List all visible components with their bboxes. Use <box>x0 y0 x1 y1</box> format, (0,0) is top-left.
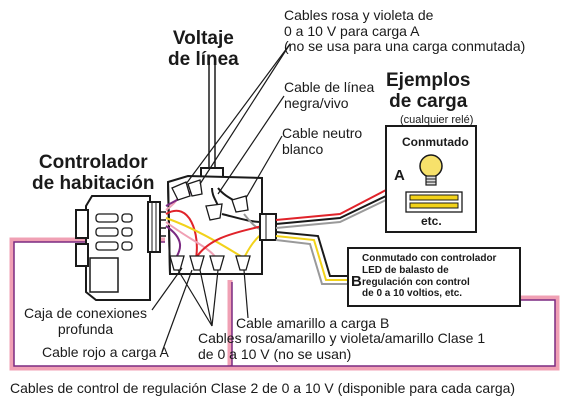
fluorescent-tube-icon <box>405 191 463 213</box>
class2-control-cables-label: Cables de control de regulación Clase 2 … <box>10 380 516 396</box>
load-b-description: Conmutado con controlador LED de balasto… <box>362 253 497 300</box>
white-neutral-cable-label: Cable neutro blanco <box>282 125 363 157</box>
wire-nut-icon <box>169 179 251 271</box>
black-line-cable-label: Cable de línea negra/vivo <box>284 79 375 111</box>
lightbulb-icon <box>419 154 443 186</box>
yellow-cable-load-b-label: Cable amarillo a carga B <box>236 315 390 331</box>
etc-label: etc. <box>421 214 442 228</box>
load-b-label: B <box>351 273 362 290</box>
switched-label: Conmutado <box>402 135 469 149</box>
any-relay-label: (cualquier relé) <box>400 114 474 126</box>
deep-junction-box-label: Caja de conexiones profunda <box>24 305 147 337</box>
class2-control-loop <box>9 237 560 371</box>
pink-violet-yellow-cables-label: Cables rosa/amarillo y violeta/amarillo … <box>198 330 486 362</box>
pink-violet-cables-label: Cables rosa y violeta de 0 a 10 V para c… <box>284 7 526 55</box>
load-b-box <box>347 247 521 307</box>
box-connector <box>259 213 277 241</box>
load-a-fixture <box>385 125 477 233</box>
load-wires <box>275 189 387 285</box>
leader-lines <box>151 43 291 353</box>
room-controller-device <box>75 195 166 301</box>
line-voltage-conduit <box>200 62 224 189</box>
load-a-label: A <box>394 167 405 184</box>
red-cable-load-a-label: Cable rojo a carga A <box>42 344 169 360</box>
load-examples-label: Ejemplos de carga <box>386 70 471 113</box>
line-voltage-label: Voltaje de línea <box>168 28 239 71</box>
room-controller-label: Controlador de habitación <box>32 152 155 195</box>
